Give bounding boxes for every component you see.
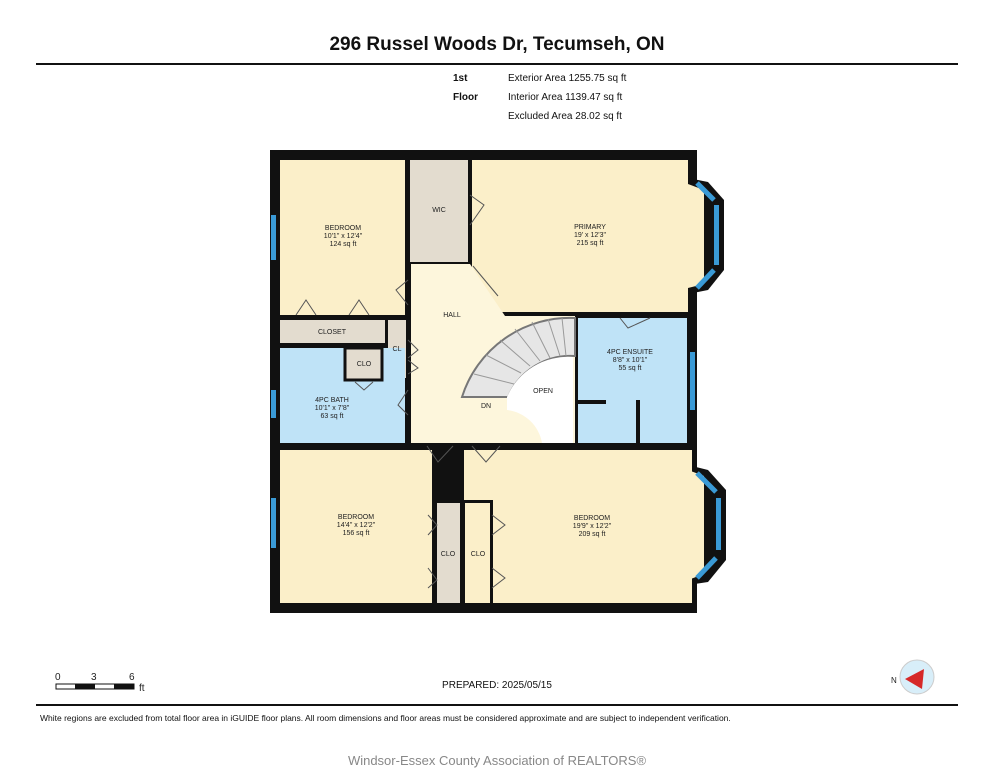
room-area: 209 sq ft [579, 531, 606, 538]
room-dims: 8'8" x 10'1" [613, 357, 648, 364]
room-4pc-bath [280, 348, 405, 443]
room-bedroom-3 [463, 450, 692, 603]
footer-watermark: Windsor-Essex County Association of REAL… [347, 753, 647, 768]
room-area: 124 sq ft [330, 241, 357, 248]
room-label: CLO [357, 361, 372, 368]
room-area: 215 sq ft [577, 240, 604, 247]
window [271, 215, 276, 260]
room-area: 55 sq ft [619, 365, 642, 372]
header-divider [36, 63, 958, 65]
window [271, 390, 276, 418]
compass-icon: N [891, 659, 935, 695]
svg-text:6: 6 [129, 672, 135, 683]
staircase [460, 316, 576, 443]
window [716, 498, 721, 550]
excluded-area: Excluded Area 28.02 sq ft [508, 111, 622, 122]
svg-text:0: 0 [55, 672, 61, 683]
room-label: CLO [471, 551, 486, 558]
room-label: HALL [443, 312, 461, 319]
room-label: CL [393, 346, 402, 353]
exterior-area: Exterior Area 1255.75 sq ft [508, 73, 627, 84]
interior-area: Interior Area 1139.47 sq ft [508, 92, 623, 103]
window [690, 352, 695, 410]
room-dims: 19' x 12'3" [574, 232, 607, 239]
room-area: 63 sq ft [321, 413, 344, 420]
disclaimer: White regions are excluded from total fl… [40, 713, 731, 723]
room-wic [410, 160, 468, 262]
room-closet [280, 320, 385, 343]
room-dims: 10'1" x 7'8" [315, 405, 350, 412]
room-primary [472, 160, 688, 312]
room-label: WIC [432, 207, 446, 214]
footer-divider [36, 704, 958, 706]
window [714, 205, 719, 265]
room-label: BEDROOM [574, 515, 610, 522]
room-label: BEDROOM [338, 514, 374, 521]
svg-text:ft: ft [139, 683, 145, 694]
room-clo-2 [437, 503, 460, 603]
room-clo [343, 346, 384, 382]
room-bedroom-1 [280, 160, 405, 315]
room-dims: 10'1" x 12'4" [324, 233, 363, 240]
svg-text:N: N [891, 676, 897, 685]
window [271, 498, 276, 548]
page-title: 296 Russel Woods Dr, Tecumseh, ON [329, 34, 665, 55]
room-label: 4PC ENSUITE [607, 349, 653, 356]
room-label: PRIMARY [574, 224, 606, 231]
room-dims: 19'9" x 12'2" [573, 523, 612, 530]
room-label: 4PC BATH [315, 397, 349, 404]
door-swings [295, 194, 651, 589]
room-dims: 14'4" x 12'2" [337, 522, 376, 529]
stairs-label: DN [481, 403, 491, 410]
room-label: CLO [441, 551, 456, 558]
room-4pc-ensuite [578, 318, 687, 443]
prepared-date: PREPARED: 2025/05/15 [442, 680, 552, 691]
room-label: OPEN [533, 388, 553, 395]
scale-bar: 0 3 6 ft [55, 672, 145, 694]
room-bedroom-2 [280, 450, 432, 603]
room-area: 156 sq ft [343, 530, 370, 537]
room-label: BEDROOM [325, 225, 361, 232]
open-area [507, 356, 573, 443]
room-label: CLOSET [318, 329, 347, 336]
svg-text:3: 3 [91, 672, 97, 683]
floor-label: 1st Floor [453, 73, 478, 103]
